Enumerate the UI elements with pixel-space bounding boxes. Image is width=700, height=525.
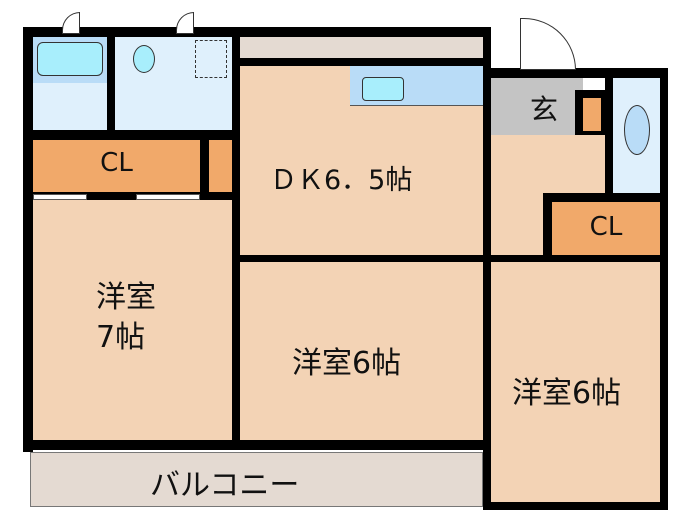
toilet-icon bbox=[624, 105, 650, 155]
toilet-icon bbox=[133, 45, 155, 73]
wall bbox=[483, 502, 668, 510]
dk-label: ＤＫ6．5帖 bbox=[270, 165, 413, 196]
western-room-6-right-label: 洋室6帖 bbox=[512, 376, 622, 411]
wall bbox=[543, 193, 668, 202]
entrance-door[interactable] bbox=[520, 18, 576, 70]
closet-right-label: CL bbox=[589, 212, 623, 242]
balcony-label: バルコニー bbox=[150, 468, 300, 503]
wall bbox=[107, 37, 115, 130]
western-room-6-middle bbox=[240, 262, 483, 440]
closet-door[interactable] bbox=[136, 194, 200, 200]
wall bbox=[483, 68, 668, 78]
wall bbox=[660, 68, 668, 510]
western-room-6-right bbox=[491, 262, 660, 502]
wall bbox=[240, 58, 483, 66]
wall bbox=[483, 255, 668, 262]
western-room-6-middle-label: 洋室6帖 bbox=[292, 346, 402, 381]
wall bbox=[232, 27, 240, 440]
shoe-closet bbox=[583, 98, 601, 131]
western-room-7 bbox=[33, 200, 232, 440]
entrance bbox=[491, 78, 583, 135]
western-room-7-label: 洋室 bbox=[96, 280, 156, 315]
sink-icon bbox=[362, 77, 404, 101]
wall bbox=[23, 130, 240, 140]
closet-left-label: CL bbox=[100, 148, 133, 178]
wall bbox=[232, 255, 491, 262]
wall bbox=[23, 192, 240, 200]
balcony bbox=[30, 452, 483, 507]
closet-right bbox=[552, 202, 660, 255]
storage-strip bbox=[240, 37, 483, 58]
wall bbox=[23, 440, 491, 450]
entrance-label: 玄 bbox=[530, 93, 559, 126]
wall bbox=[605, 78, 613, 198]
washing-machine-icon bbox=[195, 40, 227, 78]
door[interactable] bbox=[176, 12, 194, 34]
wall bbox=[23, 27, 490, 37]
wall bbox=[200, 140, 209, 200]
door[interactable] bbox=[62, 12, 80, 34]
closet-door[interactable] bbox=[33, 194, 87, 200]
wall bbox=[23, 27, 33, 452]
wall bbox=[483, 27, 491, 510]
bathtub-icon bbox=[37, 42, 103, 76]
western-room-7-size: 7帖 bbox=[96, 320, 146, 355]
closet-small bbox=[209, 140, 232, 192]
closet-left bbox=[33, 140, 200, 192]
wall bbox=[543, 193, 552, 262]
